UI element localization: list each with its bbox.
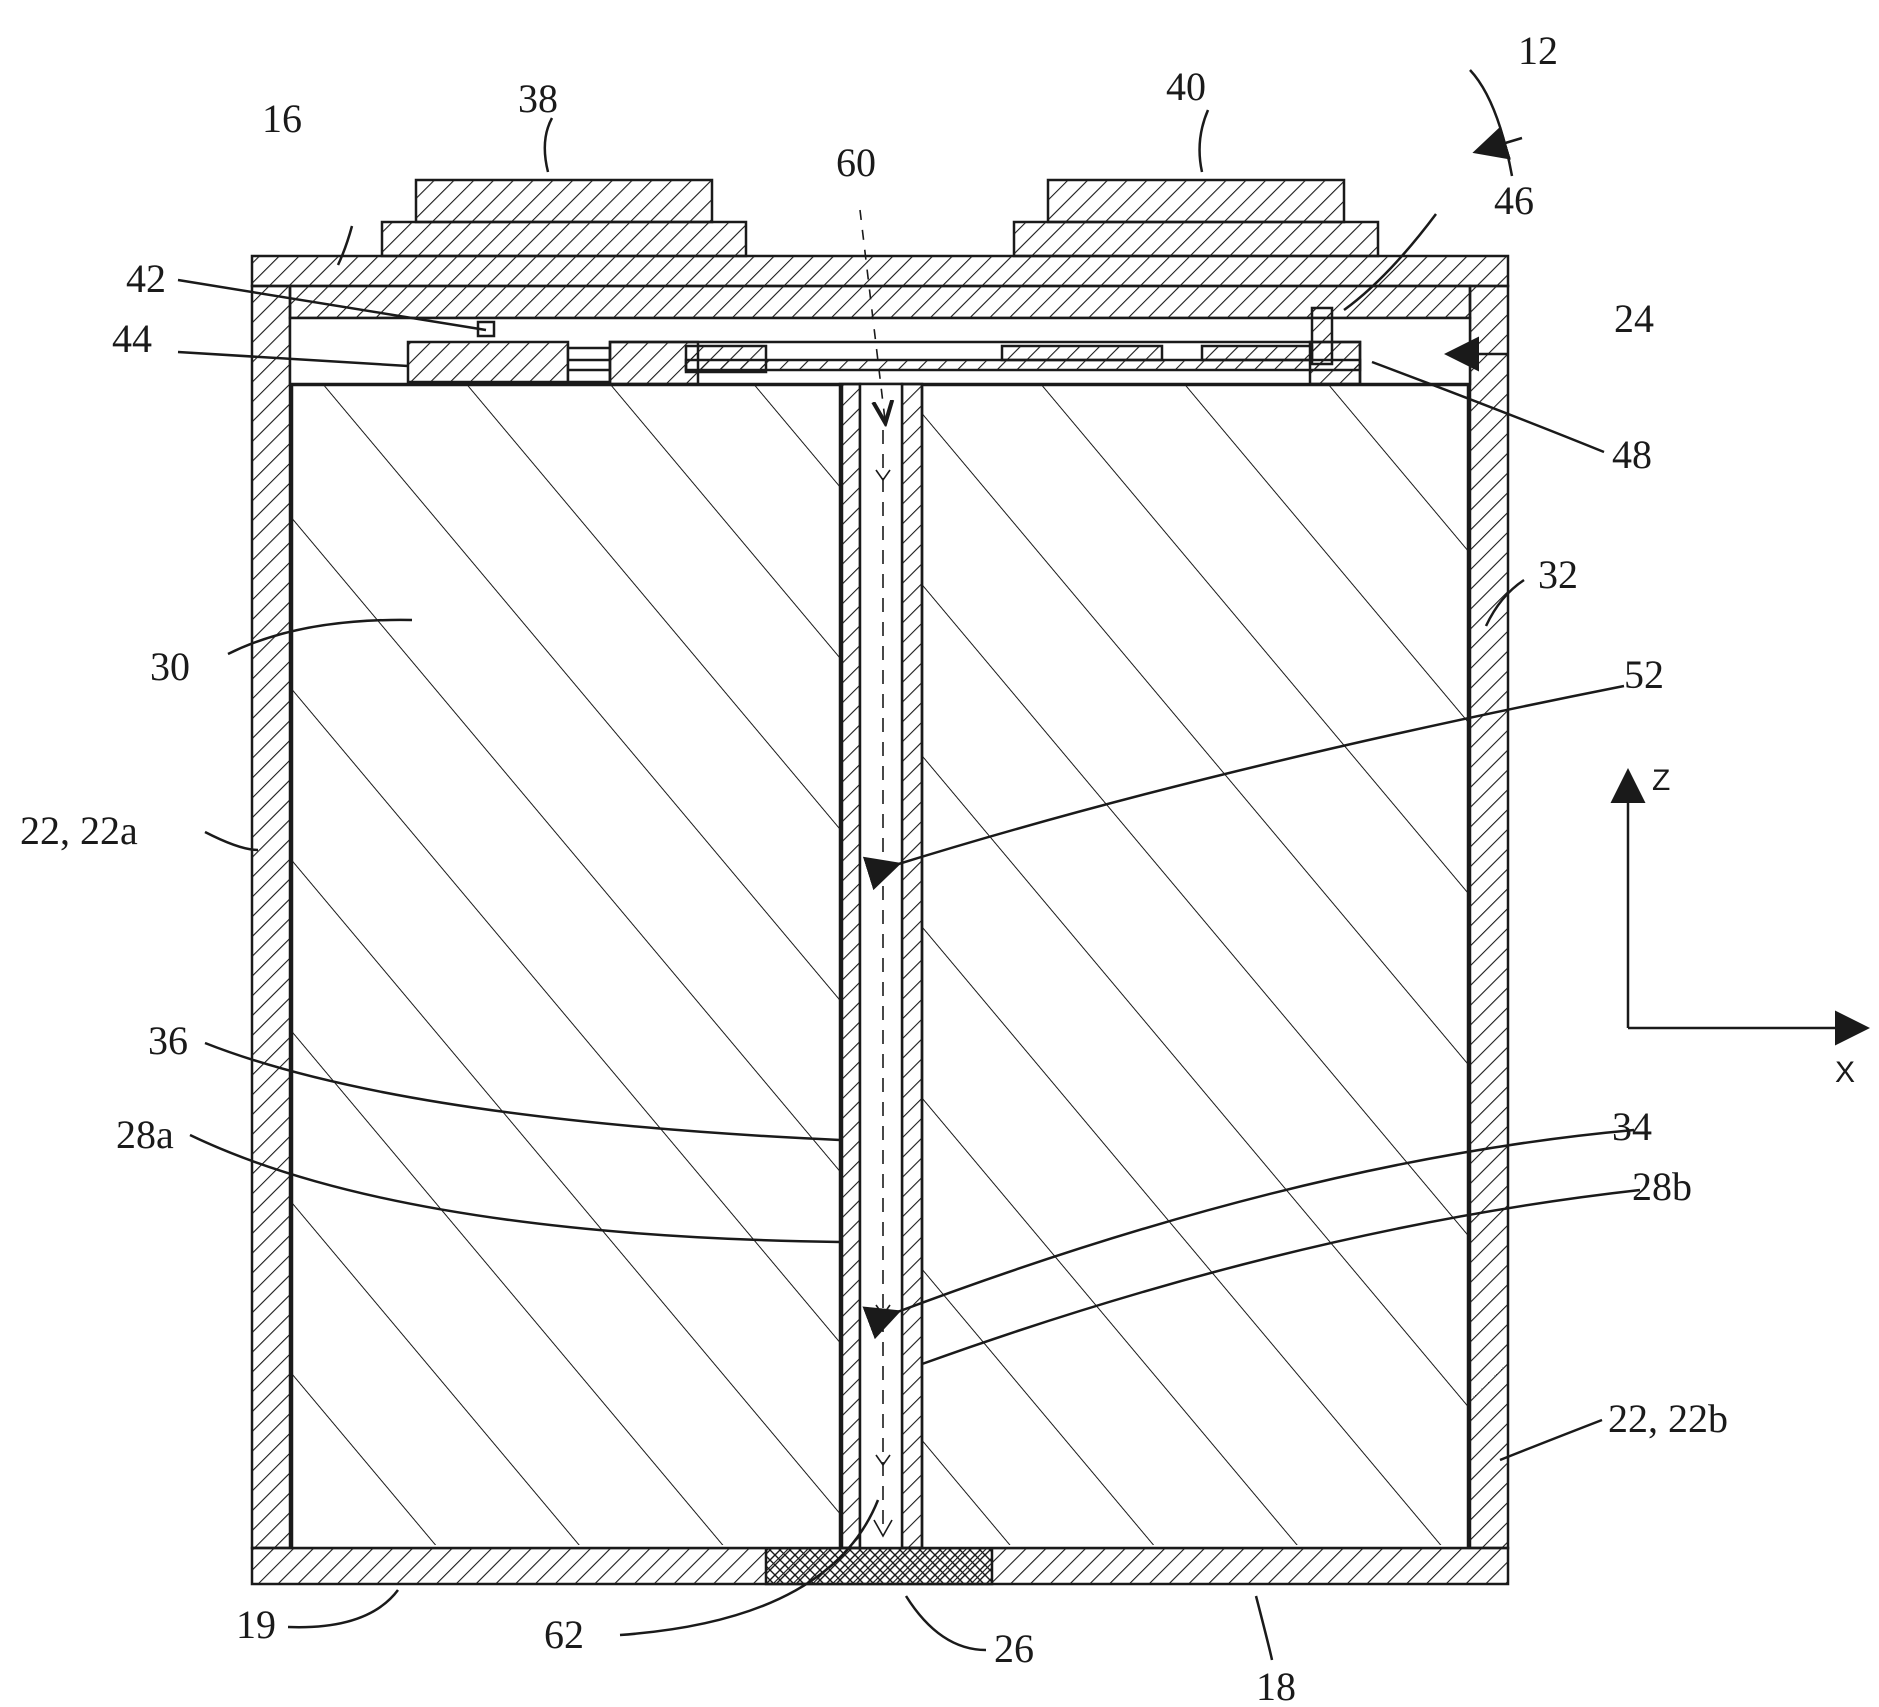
case-lid-16 [252,256,1508,286]
label-19: 19 [236,1602,276,1647]
case-wall-22a [252,286,290,1548]
label-28a: 28a [116,1112,174,1157]
label-62: 62 [544,1612,584,1657]
label-60: 60 [836,140,876,185]
central-channel-34 [840,384,922,1548]
part-44 [408,342,568,382]
coordinate-axes: Z X [1628,764,1860,1089]
label-26: 26 [994,1626,1034,1671]
separator-28a [840,384,860,1548]
label-28b: 28b [1632,1164,1692,1209]
case-bottom-19-18 [252,1548,1508,1584]
label-48: 48 [1612,432,1652,477]
label-16: 16 [262,96,302,141]
label-52: 52 [1624,652,1664,697]
terminal-40 [1014,180,1378,256]
label-42: 42 [126,256,166,301]
label-22-22a: 22, 22a [20,808,138,853]
label-46: 46 [1494,178,1534,223]
part-46 [1312,308,1332,364]
lid-inner-layer [290,286,1470,318]
label-34: 34 [1612,1104,1652,1149]
z-axis-label: Z [1652,764,1670,797]
vent-plug-26 [766,1548,992,1584]
label-32: 32 [1538,552,1578,597]
label-36: 36 [148,1018,188,1063]
case-wall-22b [1470,286,1508,1548]
label-18: 18 [1256,1664,1296,1707]
label-44: 44 [112,316,152,361]
label-12: 12 [1518,28,1558,73]
x-axis-label: X [1835,1056,1855,1089]
label-24: 24 [1614,296,1654,341]
label-40: 40 [1166,64,1206,109]
separator-28b [902,384,922,1548]
terminal-38 [382,180,746,256]
label-38: 38 [518,76,558,121]
label-22-22b: 22, 22b [1608,1396,1728,1441]
label-30: 30 [150,644,190,689]
